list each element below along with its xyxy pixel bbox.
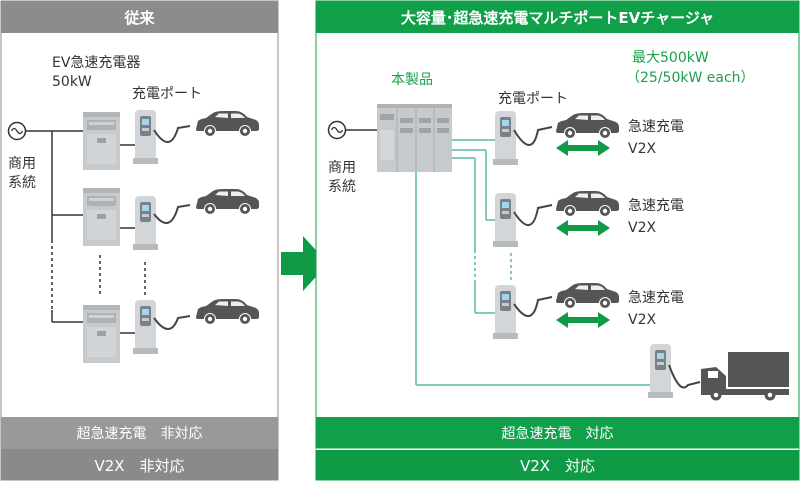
right-cables (513, 126, 701, 389)
feature-label-v2x: V2X (628, 141, 656, 157)
right-grid-label-2: 系統 (328, 179, 356, 195)
charging-post-icon (133, 196, 158, 250)
charger-power-label: 50kW (52, 74, 92, 90)
charging-post-icon (648, 344, 673, 398)
left-footer-2: V2X 非対応 (94, 457, 184, 475)
feature-label-v2x: V2X (628, 312, 656, 328)
feature-label-fast-charge: 急速充電 (628, 290, 684, 306)
left-grid-label-2: 系統 (8, 175, 36, 191)
charger-label: EV急速充電器 (52, 55, 140, 71)
left-port-label: 充電ポート (132, 86, 202, 102)
ac-source-icon (327, 120, 347, 140)
right-header-title: 大容量･超急速充電マルチポートEVチャージャ (401, 9, 714, 27)
product-label: 本製品 (391, 72, 433, 88)
left-header-title: 従来 (123, 9, 155, 27)
charging-post-icon (493, 111, 518, 165)
charging-post-icon (493, 193, 518, 247)
right-footer-2: V2X 対応 (520, 457, 595, 475)
right-wiring (415, 139, 650, 386)
capacity-label: 最大500kW (632, 50, 709, 66)
right-panel: 大容量･超急速充電マルチポートEVチャージャ 本製品 最大500kW （25/5… (315, 0, 800, 481)
charging-post-icon (133, 300, 158, 354)
truck-icon (701, 352, 789, 401)
ev-charger-cabinet-icon (83, 188, 120, 246)
left-footer-1: 超急速充電 非対応 (77, 426, 203, 442)
bidirectional-arrow-icon (556, 140, 610, 156)
capacity-detail-label: （25/50kW each） (626, 70, 755, 86)
left-footer-1-bar (1, 417, 278, 449)
feature-label-fast-charge: 急速充電 (628, 119, 684, 135)
left-wiring (25, 130, 146, 334)
feature-label-fast-charge: 急速充電 (628, 198, 684, 214)
multiport-charger-icon (377, 104, 452, 172)
left-grid-label-1: 商用 (8, 156, 36, 172)
left-panel: 従来 EV急速充電器 50kW 充電ポート 商用 系統 (0, 0, 279, 481)
right-header-bar (316, 1, 799, 33)
left-cables (153, 125, 191, 330)
right-footer-1: 超急速充電 対応 (502, 426, 614, 442)
ac-source-icon (7, 121, 27, 141)
left-header-bar (1, 1, 278, 33)
feature-label-v2x: V2X (628, 220, 656, 236)
ev-charger-cabinet-icon (83, 305, 120, 363)
bidirectional-arrow-icon (556, 220, 610, 236)
right-footer-1-bar (316, 417, 799, 449)
right-footer-2-bar (316, 450, 799, 480)
right-port-label: 充電ポート (498, 91, 568, 107)
charging-post-icon (493, 285, 518, 339)
left-footer-2-bar (1, 449, 278, 480)
bidirectional-arrow-icon (556, 312, 610, 328)
right-grid-label-1: 商用 (328, 160, 356, 176)
ev-charger-cabinet-icon (83, 112, 120, 170)
charging-post-icon (133, 110, 158, 164)
